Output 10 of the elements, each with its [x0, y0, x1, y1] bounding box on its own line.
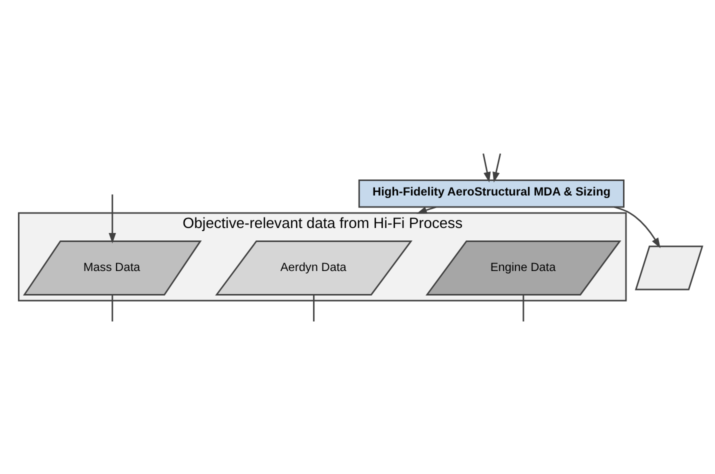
- arrow: [482, 152, 491, 182]
- connector: [112, 294, 114, 321]
- connector: [313, 294, 315, 321]
- connector: [522, 294, 524, 321]
- arrow: [614, 206, 660, 248]
- node-box: High-Fidelity AeroStructural MDA & Sizing: [358, 179, 624, 208]
- node-parallelogram: [634, 245, 704, 290]
- arrow: [416, 206, 436, 214]
- arrow: [108, 194, 116, 243]
- arrow: [492, 152, 502, 182]
